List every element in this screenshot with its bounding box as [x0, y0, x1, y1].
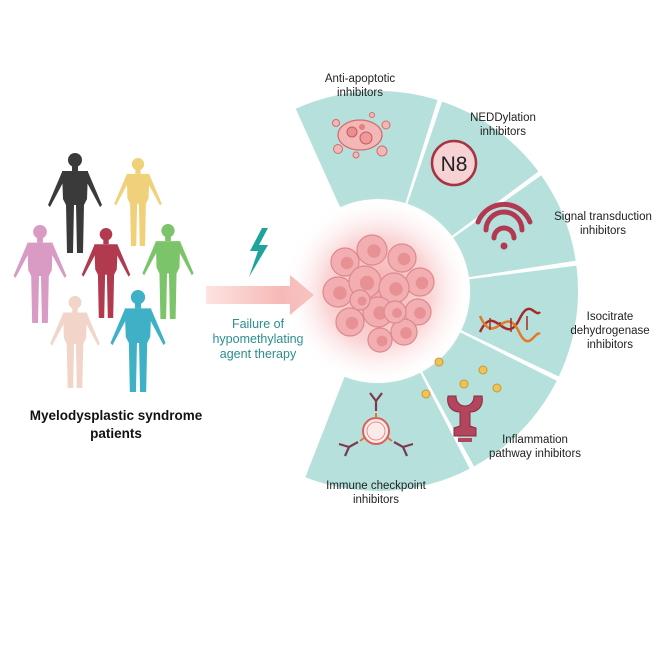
label-isocitrate-3: inhibitors: [587, 339, 633, 351]
label-neddylation-1: NEDDylation: [470, 112, 536, 124]
tumor-cell-nucleus: [333, 286, 347, 300]
label-signal-transduction-1: Signal transduction: [554, 211, 652, 223]
tumor-cell-nucleus: [357, 296, 367, 306]
label-signal-transduction-2: inhibitors: [580, 225, 626, 237]
n8-badge-text: N8: [441, 153, 468, 176]
label-immune-checkpoint-2: inhibitors: [353, 494, 399, 506]
label-isocitrate-1: Isocitrate: [587, 311, 634, 323]
tumor-cell-nucleus: [376, 335, 388, 347]
arrow-label-line2: hypomethylating: [212, 332, 303, 346]
patient-figure: [48, 153, 102, 253]
tumor-cell-nucleus: [373, 306, 387, 320]
patient-figure: [142, 224, 194, 319]
tumor-cell-nucleus: [345, 316, 359, 330]
label-anti-apoptotic-2: inhibitors: [337, 87, 383, 99]
label-immune-checkpoint-1: Immune checkpoint: [326, 480, 427, 492]
patient-figure: [13, 225, 67, 323]
arrow-label-line3: agent therapy: [220, 347, 297, 361]
apoptotic-cell-icon: [332, 112, 391, 159]
n8-badge-icon: N8: [430, 139, 478, 187]
tumor-cell-cluster: [322, 234, 435, 353]
label-inflammation-2: pathway inhibitors: [489, 448, 581, 460]
patient-figure: [114, 158, 162, 246]
tumor-cell-nucleus: [367, 244, 381, 258]
tumor-cell-nucleus: [400, 327, 412, 339]
patients-label-line1: Myelodysplastic syndrome: [30, 408, 203, 423]
patient-figure: [50, 296, 100, 388]
label-anti-apoptotic-1: Anti-apoptotic: [325, 73, 396, 85]
tumor-cell-nucleus: [389, 282, 403, 296]
tumor-cell-nucleus: [414, 307, 426, 319]
dna-icon: [478, 307, 541, 343]
signal-wave-icon: [475, 201, 533, 250]
lightning-bolt-icon: [249, 228, 268, 277]
progression-arrow: [206, 275, 314, 315]
antibody-cell-icon: [338, 392, 414, 457]
patient-figure: [110, 290, 166, 392]
patients-label-line2: patients: [90, 426, 142, 441]
tumor-cell-nucleus: [359, 275, 375, 291]
wheel-segment-signal-transduction: [453, 175, 576, 278]
tumor-cell-nucleus: [392, 308, 402, 318]
tumor-cell-nucleus: [415, 276, 429, 290]
label-isocitrate-2: dehydrogenase: [570, 325, 649, 337]
tumor-cell-nucleus: [340, 256, 354, 270]
tumor-cell-nucleus: [397, 252, 411, 266]
patient-figure: [81, 228, 131, 318]
label-inflammation-1: Inflammation: [502, 434, 568, 446]
receptor-icon: [421, 357, 502, 442]
label-neddylation-2: inhibitors: [480, 126, 526, 138]
arrow-label-line1: Failure of: [232, 317, 285, 331]
patient-figures: [13, 153, 194, 392]
